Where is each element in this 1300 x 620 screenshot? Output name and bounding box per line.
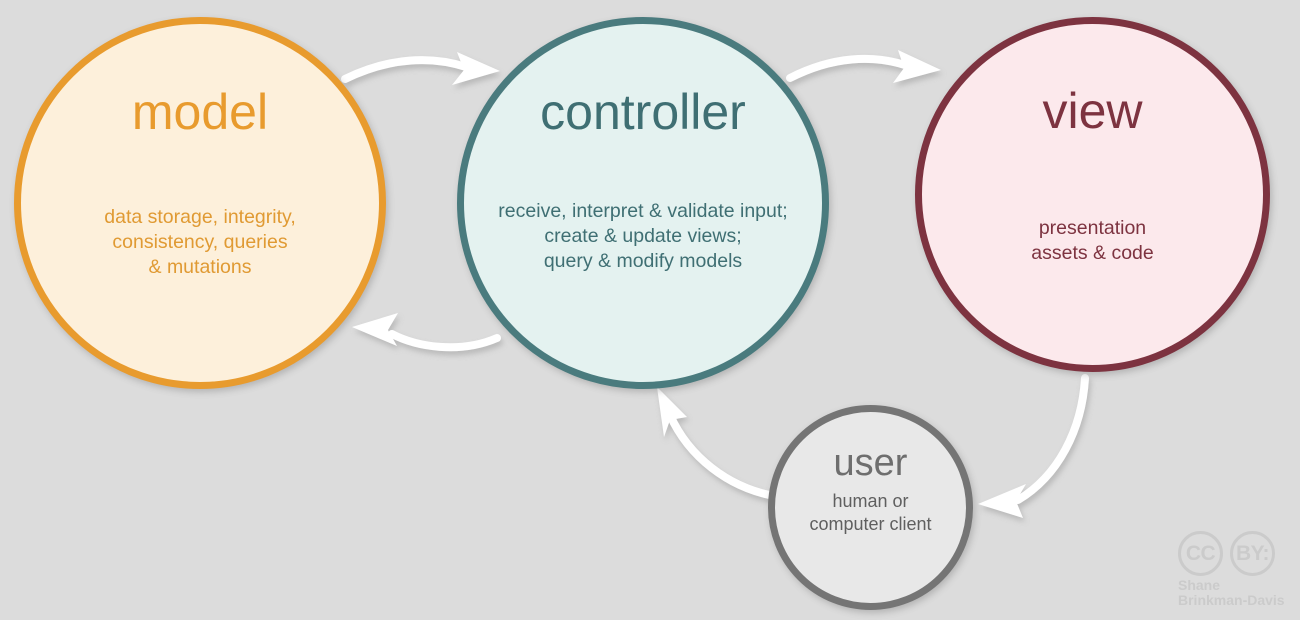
node-controller[interactable]: controller receive, interpret & validate… [457, 17, 829, 389]
node-view[interactable]: view presentation assets & code [915, 17, 1270, 372]
arrow-view-to-user [978, 374, 1089, 518]
node-model-description: data storage, integrity, consistency, qu… [104, 206, 296, 278]
node-view-title: view [1042, 83, 1143, 139]
node-model[interactable]: model data storage, integrity, consisten… [14, 17, 386, 389]
node-controller-description: receive, interpret & validate input; cre… [498, 200, 788, 272]
attribution-text: Shane Brinkman-Davis [1178, 577, 1285, 609]
node-controller-title: controller [540, 84, 746, 140]
by-icon: BY: [1230, 531, 1275, 576]
node-model-title: model [131, 84, 269, 140]
arrow-model-to-controller [341, 52, 500, 85]
cc-icon: CC [1178, 531, 1223, 576]
arrow-controller-to-view [786, 50, 941, 83]
arrow-user-to-controller [657, 387, 784, 501]
creative-commons-badge: CC BY: Shane Brinkman-Davis [1178, 531, 1290, 609]
cc-badge-icons: CC BY: [1178, 531, 1290, 576]
node-user-title: user [833, 442, 908, 484]
node-user[interactable]: user human or computer client [768, 405, 973, 610]
node-view-description: presentation assets & code [1031, 217, 1154, 264]
node-user-description: human or computer client [809, 491, 932, 535]
arrow-controller-to-model [352, 313, 501, 352]
